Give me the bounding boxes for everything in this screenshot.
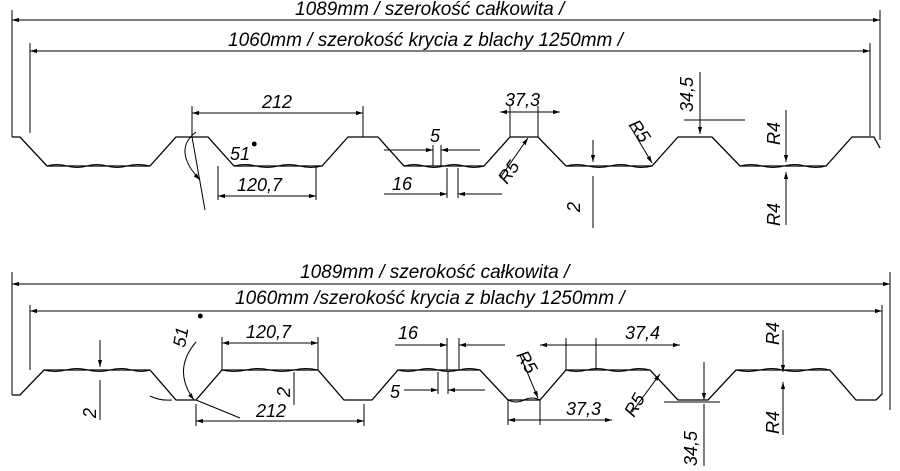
bottom-top-width-lower-label: 37,3 [566,399,601,419]
top-height-label: 34,5 [677,76,697,112]
bottom-total-width-label: 1089mm / szerokość całkowita / [300,262,571,283]
top-flat-width-label: 120,7 [237,175,283,195]
top-profile-outline [12,136,881,167]
bottom-radius-r4-top-label: R4 [763,322,783,345]
top-radius-r4-bottom-label: R4 [764,203,784,226]
top-radius-right-label: R5 [625,116,655,147]
top-cover-width-label: 1060mm / szerokość krycia z blachy 1250m… [228,30,625,51]
top-rib-spacing-label: 16 [392,174,413,194]
bottom-pitch-label: 212 [255,401,286,421]
bottom-profile: 1089mm / szerokość całkowita / 1060mm /s… [11,262,891,466]
bottom-groove-depth-mid-label: 2 [274,387,294,398]
top-radius-left-label: R5 [494,156,524,187]
top-total-width-label: 1089mm / szerokość całkowita / [295,0,566,20]
svg-text:•: • [251,134,257,154]
top-profile: 1089mm / szerokość całkowita / 1060mm / … [11,0,881,228]
bottom-groove-depth-left-label: 2 [80,408,100,419]
bottom-flat-width-label: 120,7 [246,322,292,342]
bottom-radius-top-label: R5 [513,347,542,378]
bottom-cover-width-label: 1060mm /szerokość krycia z blachy 1250mm… [235,288,626,309]
top-rib-width-label: 5 [430,126,441,146]
top-angle-label: 51 [230,144,250,164]
bottom-profile-outline [12,369,883,401]
top-groove-depth-label: 2 [564,202,584,213]
bottom-angle-label: 51 [169,325,192,348]
bottom-rib-width-label: 5 [390,382,401,402]
top-radius-r4-top-label: R4 [764,122,784,145]
top-top-width-label: 37,3 [505,90,540,110]
bottom-top-width-label: 37,4 [625,323,660,343]
top-pitch-label: 212 [261,92,292,112]
bottom-radius-r4-bottom-label: R4 [763,411,783,434]
svg-text:•: • [197,306,203,326]
bottom-rib-spacing-label: 16 [398,323,419,343]
bottom-height-label: 34,5 [681,430,701,466]
